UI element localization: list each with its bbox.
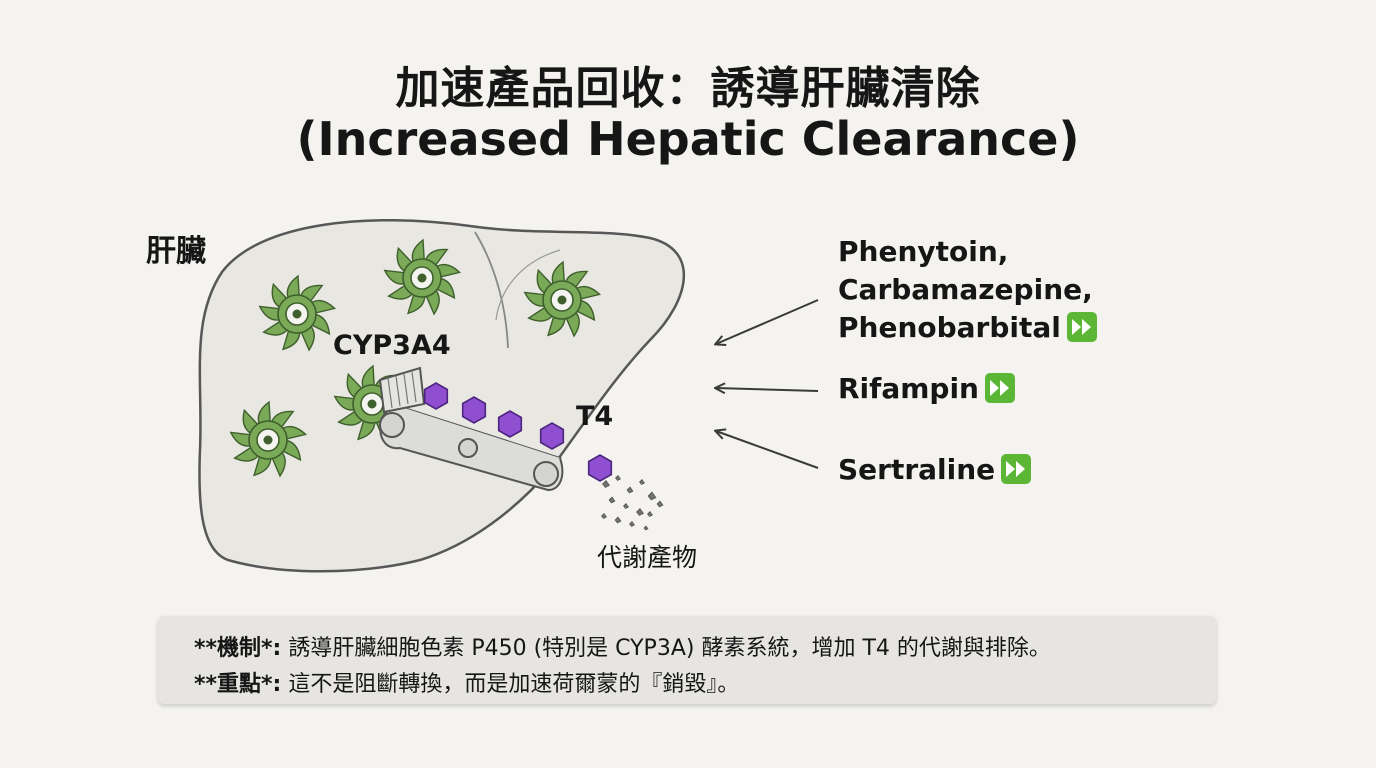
fast-forward-icon (1066, 312, 1097, 342)
metabolite-particle (615, 475, 621, 481)
conveyor-belt (378, 366, 564, 492)
liver-lobe-line (495, 249, 561, 321)
note-key: **機制*: (194, 636, 282, 661)
t4-molecule (497, 410, 523, 438)
liver-label: 肝臟 (146, 234, 206, 269)
metabolite-particle (608, 496, 616, 504)
drug-name: Phenytoin, (838, 235, 1009, 268)
enzyme-icon (383, 238, 461, 316)
enzyme-icon (523, 260, 601, 338)
liver-lobe-line (474, 231, 509, 349)
enzyme-icon (258, 274, 336, 352)
note-text: 誘導肝臟細胞色素 P450 (特別是 CYP3A) 酵素系統，增加 T4 的代謝… (281, 636, 1051, 661)
metabolite-particle (614, 516, 622, 524)
metabolite-particle (647, 511, 653, 517)
metabolite-particle (656, 500, 664, 508)
induction-arrow (716, 431, 819, 469)
drug-name: Sertraline (838, 453, 996, 486)
induction-arrow (716, 299, 819, 344)
note-mechanism: **機制*: 誘導肝臟細胞色素 P450 (特別是 CYP3A) 酵素系統，增加… (194, 630, 1051, 662)
page-title: 加速產品回收：誘導肝臟清除 (395, 63, 981, 114)
metabolite-particle (602, 480, 610, 488)
metabolite-particle (639, 479, 645, 485)
drug-group-sertraline: Sertraline (838, 451, 1032, 489)
page-subtitle: (Increased Hepatic Clearance) (296, 112, 1080, 166)
metabolite-particle (636, 508, 644, 516)
t4-molecule (423, 382, 449, 410)
drug-group-rifampin: Rifampin (838, 370, 1015, 408)
t4-molecule (587, 454, 613, 482)
note-text: 這不是阻斷轉換，而是加速荷爾蒙的『銷毀』。 (281, 672, 740, 697)
note-keypoint: **重點*: 這不是阻斷轉換，而是加速荷爾蒙的『銷毀』。 (194, 666, 739, 698)
drug-name: Rifampin (838, 372, 979, 405)
metabolite-particle (647, 491, 657, 501)
drug-group-anticonvulsants: Phenytoin, Carbamazepine, Phenobarbital (838, 233, 1097, 347)
drug-name: Phenobarbital (838, 311, 1061, 344)
fast-forward-icon (1001, 454, 1032, 484)
t4-label: T4 (576, 401, 614, 432)
metabolite-particle (629, 521, 635, 527)
note-key: **重點*: (194, 672, 282, 697)
drug-name: Carbamazepine, (838, 273, 1093, 306)
enzyme-label: CYP3A4 (333, 330, 451, 361)
metabolite-particle (623, 503, 629, 509)
metabolite-particle (643, 525, 649, 531)
metabolite-label: 代謝產物 (597, 543, 698, 572)
metabolite-particle (601, 513, 607, 519)
t4-molecule (461, 396, 487, 424)
induction-arrow (716, 388, 819, 391)
metabolite-particle (626, 486, 634, 494)
note-box: **機制*: 誘導肝臟細胞色素 P450 (特別是 CYP3A) 酵素系統，增加… (158, 616, 1216, 704)
enzyme-icon (229, 400, 307, 478)
fast-forward-icon (984, 373, 1015, 403)
t4-molecule (539, 422, 565, 450)
